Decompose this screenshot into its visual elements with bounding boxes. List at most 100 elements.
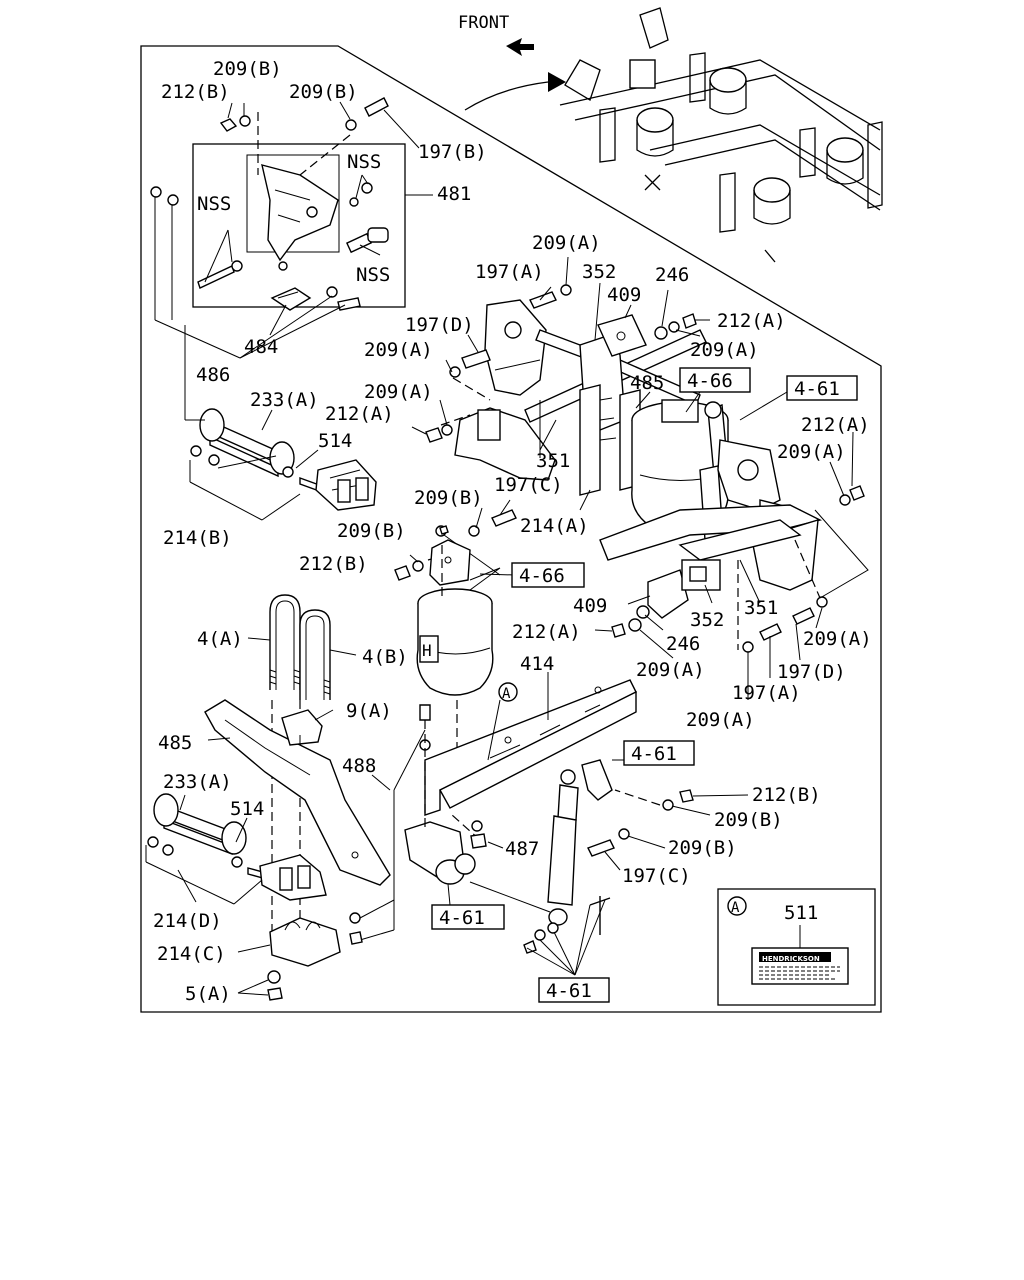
label-485: 485 — [630, 372, 664, 394]
label-352: 352 — [582, 261, 616, 283]
label-212b: 212(B) — [299, 553, 368, 575]
label-197b: 197(B) — [418, 141, 487, 163]
wear-pad-484 — [270, 287, 312, 311]
axle-seat-plate-409-upper — [597, 314, 647, 357]
label-209b: 209(B) — [714, 809, 783, 831]
inset-marker: A — [727, 896, 747, 916]
bolt-stack-center — [419, 704, 481, 841]
label-209a: 209(A) — [690, 339, 759, 361]
leaf-spring-lower — [204, 699, 391, 886]
inset-part-number: 511 — [784, 902, 818, 924]
ref-box-4-66-upper: 4-66 — [679, 367, 751, 393]
label-233a: 233(A) — [250, 389, 319, 411]
label-484: 484 — [244, 336, 278, 358]
label-209a: 209(A) — [636, 659, 705, 681]
label-212a: 212(A) — [717, 310, 786, 332]
label-209b: 209(B) — [337, 520, 406, 542]
label-209b: 209(B) — [289, 81, 358, 103]
rear-hanger-bracket-upper — [484, 299, 547, 396]
label-414: 414 — [520, 653, 554, 675]
label-209a: 209(A) — [777, 441, 846, 463]
front-label: FRONT — [458, 13, 509, 33]
label-209b: 209(B) — [213, 58, 282, 80]
label-214a: 214(A) — [520, 515, 589, 537]
label-9a: 9(A) — [346, 700, 392, 722]
top-hardware — [150, 97, 389, 311]
svg-text:A: A — [731, 900, 740, 916]
svg-text:4-61: 4-61 — [794, 378, 840, 400]
label-485: 485 — [158, 732, 192, 754]
frame-rail-upper — [579, 334, 641, 496]
label-212a: 212(A) — [325, 403, 394, 425]
label-209b: 209(B) — [668, 837, 737, 859]
front-arrow-icon — [506, 38, 534, 56]
label-212b: 212(B) — [161, 81, 230, 103]
washers-488 — [349, 912, 363, 945]
inset-box-a — [717, 888, 876, 1006]
label-214c: 214(C) — [157, 943, 226, 965]
saddle-bracket-upper — [454, 407, 556, 481]
label-4b: 4(B) — [362, 646, 408, 668]
label-197a: 197(A) — [732, 682, 801, 704]
label-197c: 197(C) — [622, 865, 691, 887]
svg-text:A: A — [502, 686, 511, 702]
label-212a: 212(A) — [801, 414, 870, 436]
label-197d: 197(D) — [777, 661, 846, 683]
label-197d: 197(D) — [405, 314, 474, 336]
ref-box-4-61-bottom: 4-61 — [538, 977, 610, 1003]
front-hanger-bracket — [261, 164, 339, 262]
label-409: 409 — [573, 595, 607, 617]
callout-marker-a: A — [498, 682, 518, 702]
label-486: 486 — [196, 364, 230, 386]
curved-arrow-icon — [464, 72, 566, 111]
leader-lines-top-left — [154, 101, 433, 359]
part-labels: 209(B) 212(B) 209(B) 197(B) NSS 481 NSS … — [153, 58, 872, 1005]
svg-text:4-61: 4-61 — [439, 907, 485, 929]
svg-text:4-66: 4-66 — [519, 565, 565, 587]
spring-seat-214c — [269, 917, 341, 967]
leader-lines-right — [409, 256, 854, 700]
air-spring-center: H — [416, 525, 494, 790]
bolts-nss — [197, 182, 389, 289]
label-nss: NSS — [197, 193, 231, 215]
axle-bracket-514-lower — [259, 854, 327, 901]
axle-bracket-514-upper — [315, 459, 377, 511]
leaf-spring-upper — [599, 504, 823, 591]
hardware-487 — [470, 820, 487, 849]
washer-nut-5a — [267, 970, 283, 1001]
label-nss: NSS — [356, 264, 390, 286]
label-197c: 197(C) — [494, 474, 563, 496]
svg-text:4-61: 4-61 — [546, 980, 592, 1002]
label-481: 481 — [437, 183, 471, 205]
frame-rail-414 — [424, 679, 637, 816]
hanger-488 — [404, 821, 476, 885]
hardware-lower-shock — [523, 789, 694, 954]
svg-text:4-61: 4-61 — [631, 743, 677, 765]
label-351: 351 — [536, 450, 570, 472]
ref-box-4-61-lower-left: 4-61 — [431, 904, 505, 930]
u-bolt-4b — [299, 609, 331, 700]
ref-box-4-61-center-right: 4-61 — [623, 740, 695, 766]
main-frame — [140, 45, 882, 1013]
air-spring-logo-icon: H — [422, 641, 432, 660]
label-209a: 209(A) — [686, 709, 755, 731]
label-246: 246 — [666, 633, 700, 655]
label-nss: NSS — [347, 151, 381, 173]
hub-plate-409-lower — [647, 559, 721, 619]
label-212a: 212(A) — [512, 621, 581, 643]
overview-assembly-image — [559, 7, 883, 263]
label-197a: 197(A) — [475, 261, 544, 283]
label-209b: 209(B) — [414, 487, 483, 509]
label-209a: 209(A) — [803, 628, 872, 650]
label-487: 487 — [505, 838, 539, 860]
ref-box-4-66-center: 4-66 — [511, 562, 585, 588]
label-212b: 212(B) — [752, 784, 821, 806]
label-488: 488 — [342, 755, 376, 777]
label-209a: 209(A) — [532, 232, 601, 254]
label-233a: 233(A) — [163, 771, 232, 793]
label-5a: 5(A) — [185, 983, 231, 1005]
upper-right-hardware — [394, 284, 697, 581]
shock-absorber-lower — [547, 759, 613, 926]
label-351: 351 — [744, 597, 778, 619]
label-214b: 214(B) — [163, 527, 232, 549]
